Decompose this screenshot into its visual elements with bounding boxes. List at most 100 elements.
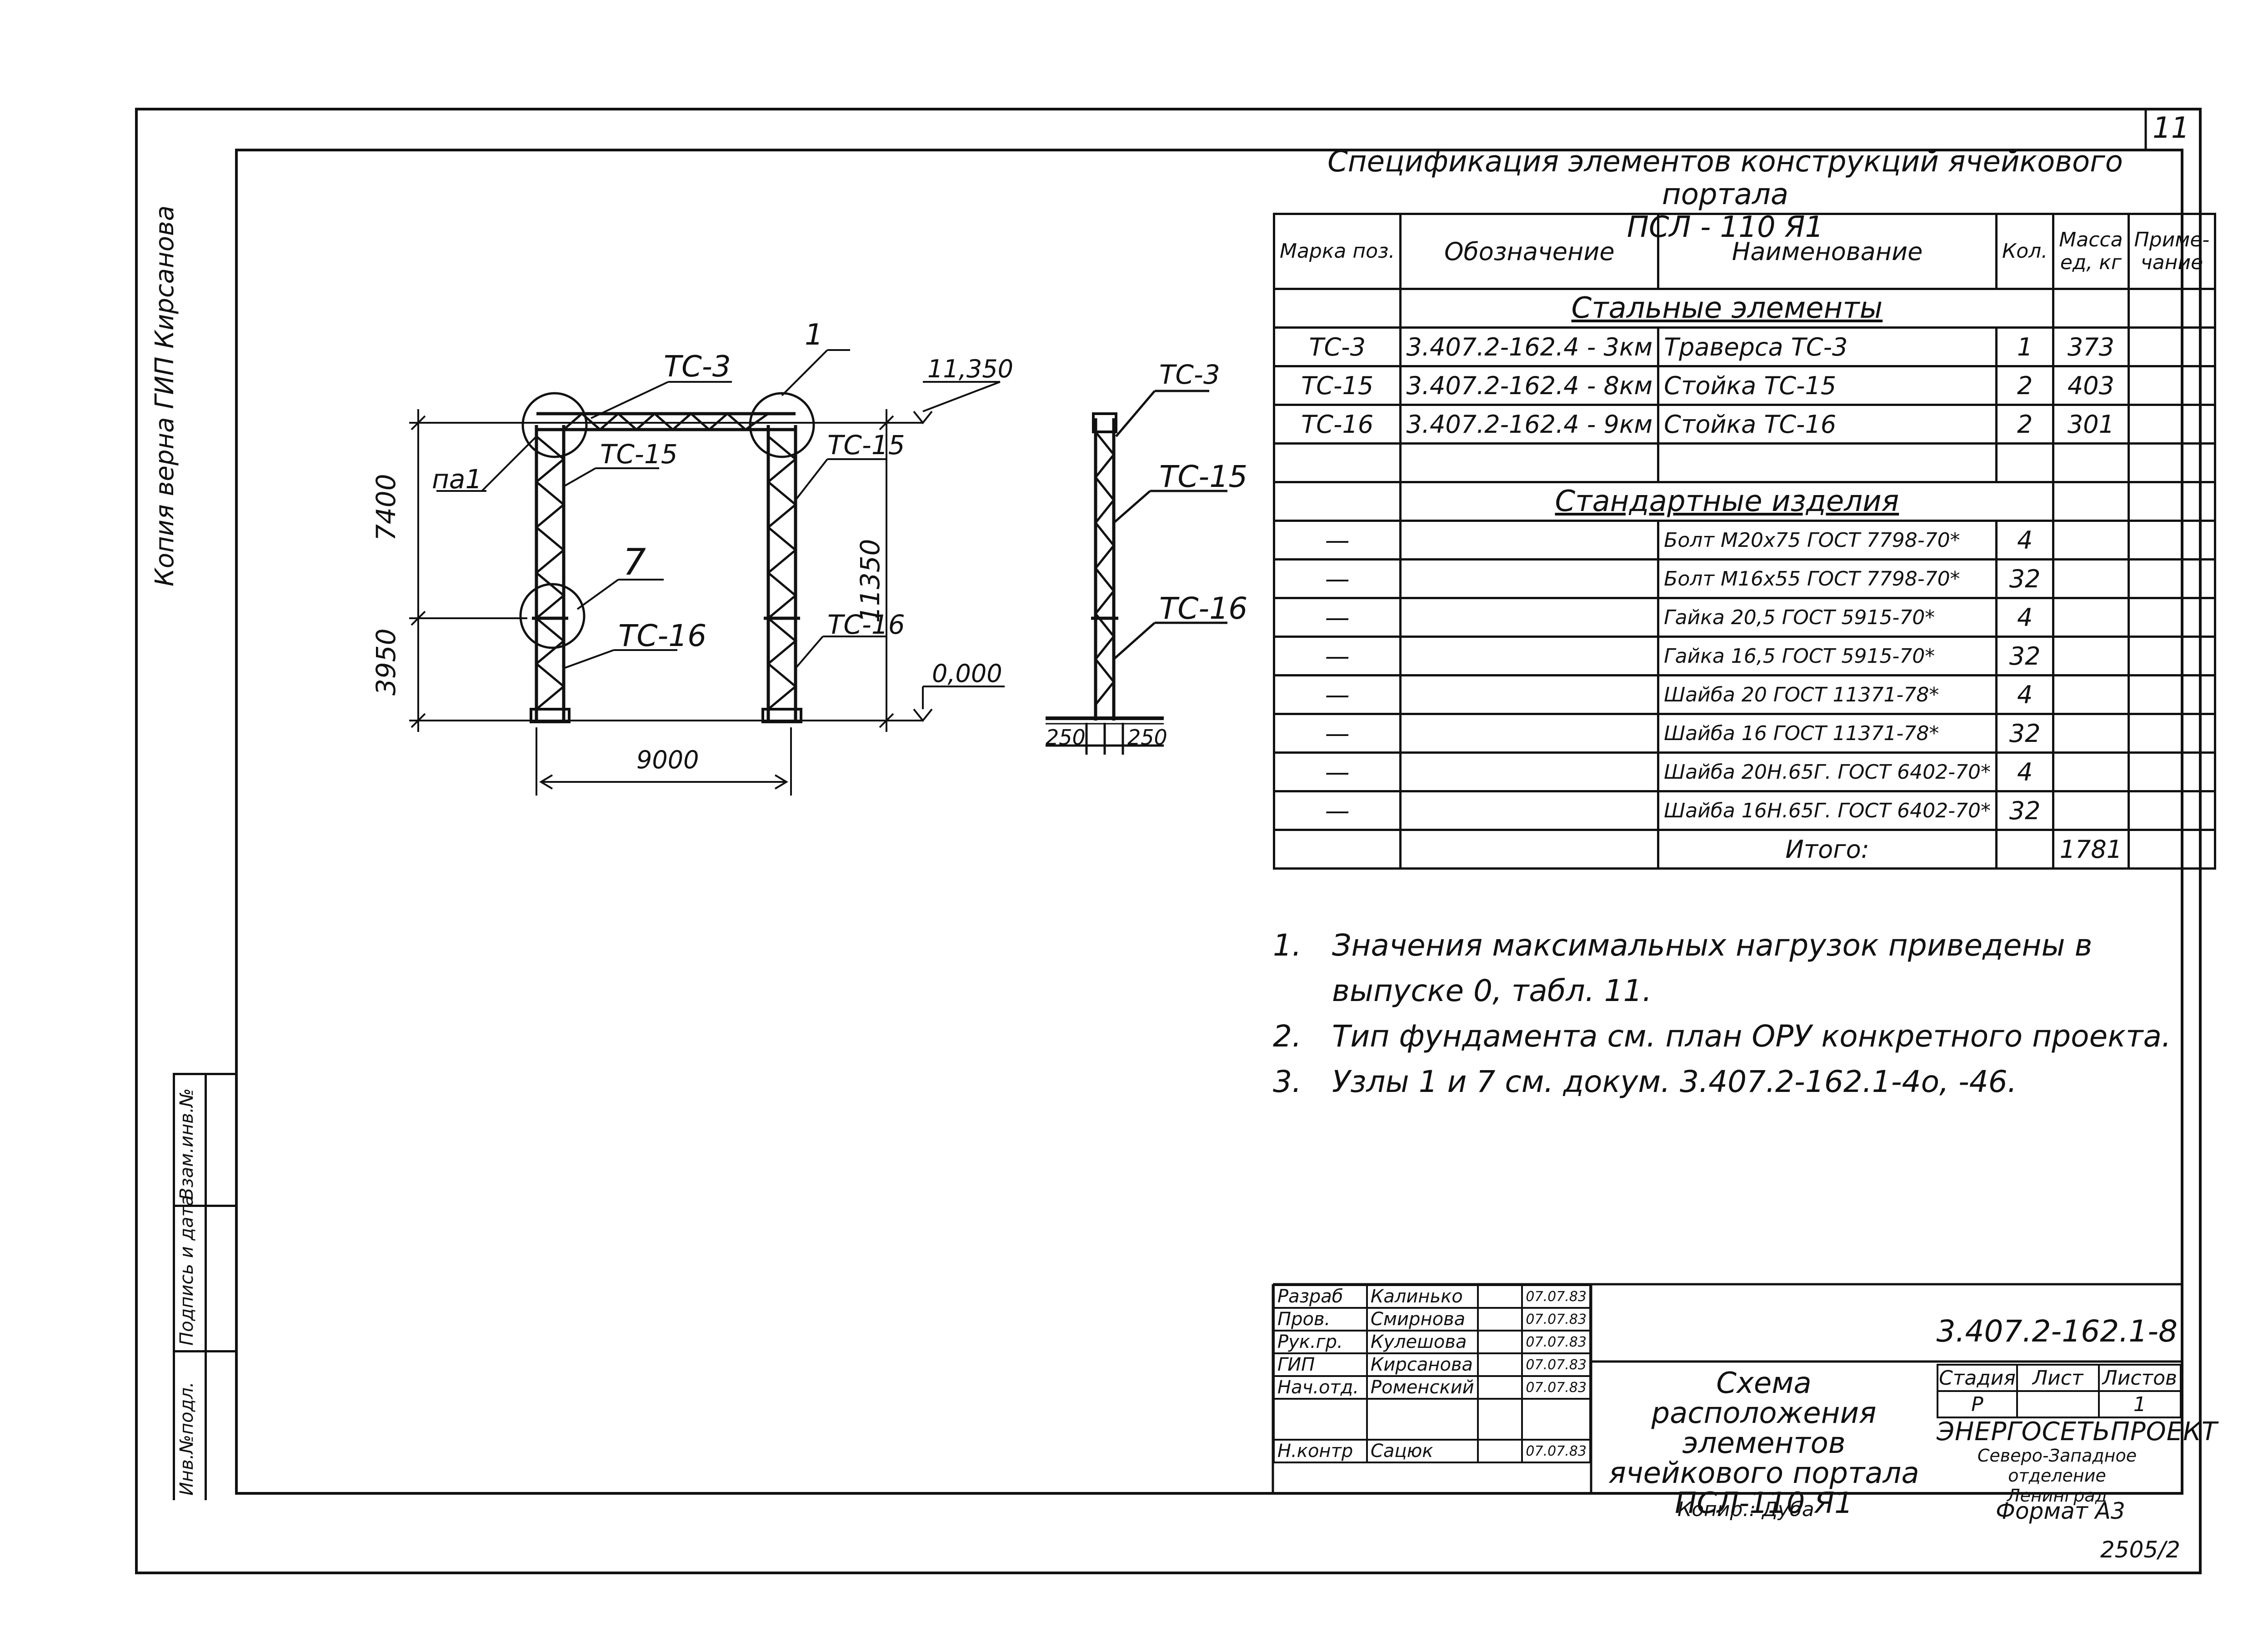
- row-mark: —: [1272, 520, 1402, 561]
- stamp-name: Сацюк: [1366, 1439, 1479, 1463]
- note-item: 1.Значения максимальных нагрузок приведе…: [1273, 923, 2178, 1014]
- label-side-tc15: ТС-15: [1159, 459, 1248, 494]
- stamp-role: ГИП: [1273, 1352, 1368, 1377]
- org-name: ЭНЕРГОСЕТЬПРОЕКТ: [1937, 1417, 2218, 1447]
- spec-section-standard: Стандартные изделия: [1272, 481, 2217, 522]
- table-row: [1273, 1398, 1591, 1441]
- header-qty: Кол.: [1995, 213, 2055, 290]
- stage-value: Р: [1937, 1390, 2018, 1418]
- stamp-role: Разраб: [1273, 1284, 1368, 1309]
- row-qty: 32: [1995, 636, 2055, 676]
- stamp-name: Роменский: [1366, 1375, 1479, 1400]
- stamp-date: 07.07.83: [1521, 1439, 1591, 1463]
- table-row: —Шайба 16Н.65Г. ГОСТ 6402-70*32: [1272, 790, 2217, 831]
- stamp-date: 07.07.83: [1521, 1307, 1591, 1332]
- table-row-empty: [1272, 442, 2217, 483]
- front-dimensions: [409, 349, 1005, 796]
- stamp-name: Кирсанова: [1366, 1352, 1479, 1377]
- row-designation: 3.407.2-162.4 - 9км: [1399, 404, 1660, 445]
- document-code: 3.407.2-162.1-8: [1936, 1314, 2178, 1349]
- label-tc3-front: ТС-3: [664, 350, 731, 384]
- row-qty: 4: [1995, 751, 2055, 792]
- sheet-header: Лист: [2016, 1364, 2100, 1392]
- row-name: Траверса ТС-3: [1657, 326, 1998, 367]
- stamp-signature: [1477, 1307, 1523, 1332]
- table-row: —Гайка 20,5 ГОСТ 5915-70*4: [1272, 597, 2217, 638]
- stamp-name: Калинько: [1366, 1284, 1479, 1309]
- row-mark: ТС-3: [1272, 326, 1402, 367]
- stamp-signature: [1477, 1352, 1523, 1377]
- side-info-boxes: [173, 1073, 236, 1500]
- sheets-value: 1: [2098, 1390, 2182, 1418]
- row-mark: ТС-16: [1272, 404, 1402, 445]
- header-mass: Масса ед, кг: [2052, 213, 2130, 290]
- table-row: —Шайба 20 ГОСТ 11371-78*4: [1272, 674, 2217, 715]
- stamp-signature: [1477, 1439, 1523, 1463]
- row-mark: —: [1272, 558, 1402, 599]
- note-number: 3.: [1273, 1064, 1302, 1099]
- row-mark: —: [1272, 751, 1402, 792]
- stamp-date: 07.07.83: [1521, 1352, 1591, 1377]
- section-steel-title: Стальные элементы: [1399, 288, 2055, 329]
- row-mark: —: [1272, 597, 1402, 638]
- row-name: Гайка 16,5 ГОСТ 5915-70*: [1657, 636, 1998, 676]
- side-note: Копия верна ГИП Кирсанова: [150, 205, 180, 586]
- row-name: Шайба 16Н.65Г. ГОСТ 6402-70*: [1657, 790, 1998, 831]
- stamp-signature: [1477, 1284, 1523, 1309]
- notes: 1.Значения максимальных нагрузок приведе…: [1273, 923, 2178, 1105]
- label-side-tc16: ТС-16: [1159, 591, 1248, 626]
- row-name: Болт М16х55 ГОСТ 7798-70*: [1657, 558, 1998, 599]
- row-qty: 1: [1995, 326, 2055, 367]
- side-box-sign: Подпись и дата: [176, 1195, 197, 1346]
- total-mass: 1781: [2052, 829, 2130, 870]
- row-designation: 3.407.2-162.4 - 3км: [1399, 326, 1660, 367]
- row-mark: —: [1272, 636, 1402, 676]
- sheet-value: [2016, 1390, 2100, 1418]
- spec-table: Марка поз. Обозначение Наименование Кол.…: [1272, 213, 2217, 870]
- stage-table: Стадия Лист Листов Р 1: [1937, 1364, 2182, 1418]
- section-standard-title: Стандартные изделия: [1399, 481, 2055, 522]
- side-box-inv: Инв.№подл.: [176, 1382, 197, 1496]
- note-text: Тип фундамента см. план ОРУ конкретного …: [1332, 1019, 2171, 1054]
- row-qty: 4: [1995, 520, 2055, 561]
- stamp-date: 07.07.83: [1521, 1284, 1591, 1309]
- stamp-role: Пров.: [1273, 1307, 1368, 1332]
- sheets-header: Листов: [2098, 1364, 2182, 1392]
- table-row-total: Итого: 1781: [1272, 829, 2217, 870]
- row-mark: —: [1272, 713, 1402, 754]
- label-side-250-right: 250: [1127, 725, 1167, 750]
- stamp-role: Нач.отд.: [1273, 1375, 1368, 1400]
- header-designation: Обозначение: [1399, 213, 1660, 290]
- row-name: Стойка ТС-16: [1657, 404, 1998, 445]
- spec-section-steel: Стальные элементы: [1272, 288, 2217, 329]
- row-mass: 301: [2052, 404, 2130, 445]
- header-name: Наименование: [1657, 213, 1998, 290]
- row-qty: 32: [1995, 558, 2055, 599]
- table-row: —Шайба 16 ГОСТ 11371-78*32: [1272, 713, 2217, 754]
- row-name: Стойка ТС-15: [1657, 365, 1998, 406]
- table-row: Стадия Лист Листов: [1937, 1364, 2182, 1392]
- label-level-0000: 0,000: [932, 659, 1002, 688]
- label-side-250-left: 250: [1046, 725, 1086, 750]
- label-node-1: 1: [805, 318, 823, 352]
- drawing-title: Схема расположения элементов ячейкового …: [1608, 1367, 1919, 1520]
- table-row: Пров.Смирнова 07.07.83: [1273, 1307, 1591, 1332]
- note-number: 2.: [1273, 1019, 1302, 1054]
- row-name: Шайба 20Н.65Г. ГОСТ 6402-70*: [1657, 751, 1998, 792]
- row-name: Шайба 16 ГОСТ 11371-78*: [1657, 713, 1998, 754]
- row-mark: —: [1272, 790, 1402, 831]
- row-name: Болт М20х75 ГОСТ 7798-70*: [1657, 520, 1998, 561]
- note-text: Узлы 1 и 7 см. докум. 3.407.2-162.1-4о, …: [1332, 1064, 2017, 1099]
- label-tc15-left: ТС-15: [600, 439, 678, 470]
- row-qty: 4: [1995, 674, 2055, 715]
- org-city: Ленинград: [2007, 1486, 2107, 1506]
- spec-header-row: Марка поз. Обозначение Наименование Кол.…: [1272, 213, 2217, 290]
- stamp-date: 07.07.83: [1521, 1330, 1591, 1354]
- sheet-number: 11: [2153, 111, 2190, 145]
- organization: ЭНЕРГОСЕТЬПРОЕКТ Северо-Западное отделен…: [1937, 1417, 2218, 1506]
- stamp-name: Смирнова: [1366, 1307, 1479, 1332]
